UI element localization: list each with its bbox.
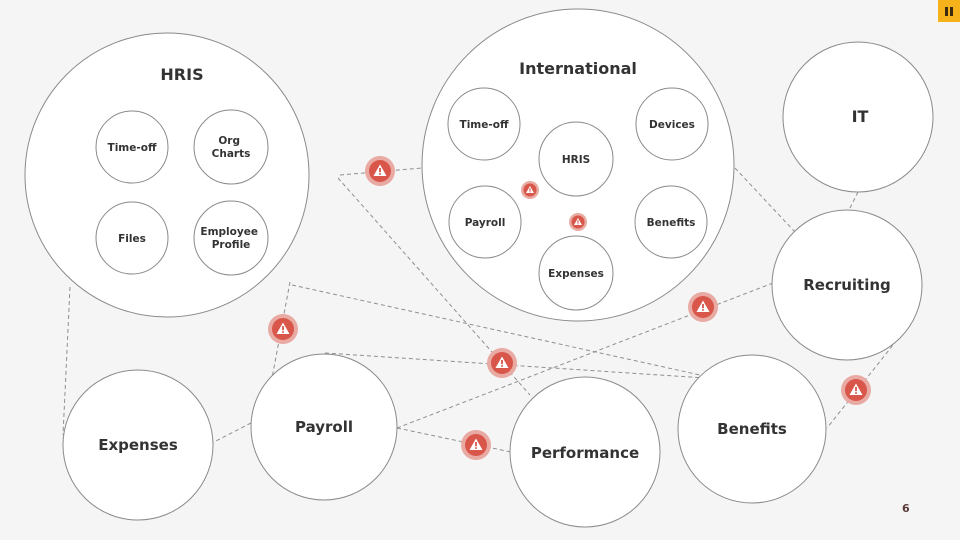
hris-employee-profile-label-line2: Profile xyxy=(212,239,251,251)
payroll-node[interactable] xyxy=(250,353,398,501)
edge-payroll-expenses xyxy=(211,422,252,444)
recruiting-label: Recruiting xyxy=(803,276,891,294)
hris-orgcharts-label-line2: Charts xyxy=(212,148,251,160)
performance-label: Performance xyxy=(531,444,639,462)
intl-hris-label: HRIS xyxy=(562,154,590,166)
edge-hris-payroll xyxy=(271,281,291,379)
intl-payroll-label: Payroll xyxy=(465,217,506,229)
hris-timeoff-node[interactable] xyxy=(95,110,169,184)
recruiting-node[interactable] xyxy=(771,209,923,361)
payroll-label: Payroll xyxy=(295,418,353,436)
edge-payroll-performance xyxy=(396,427,512,453)
hris-orgcharts-label: Org Charts xyxy=(212,135,251,160)
brand-logo-icon xyxy=(938,0,960,22)
intl-hris-node[interactable] xyxy=(538,121,614,197)
intl-benefits-label: Benefits xyxy=(647,217,696,229)
intl-payroll-node[interactable] xyxy=(448,185,522,259)
hris-files-label: Files xyxy=(118,233,146,245)
intl-timeoff-label: Time-off xyxy=(460,119,509,131)
intl-devices-node[interactable] xyxy=(635,87,709,161)
intl-devices-label: Devices xyxy=(649,119,695,131)
hris-employee-profile-node[interactable] xyxy=(193,200,269,276)
expenses-node[interactable] xyxy=(62,369,214,521)
warning-triangle-icon[interactable] xyxy=(487,348,517,378)
intl-expenses-node[interactable] xyxy=(538,235,614,311)
edge-hris-expenses xyxy=(62,286,71,436)
benefits-label: Benefits xyxy=(717,420,787,438)
warning-triangle-icon[interactable] xyxy=(688,292,718,322)
hris-employee-profile-label-line1: Employee xyxy=(200,226,258,238)
edge-international-recruiting xyxy=(734,167,796,233)
hris-timeoff-label: Time-off xyxy=(108,142,157,154)
it-node[interactable] xyxy=(782,41,934,193)
page-number: 6 xyxy=(902,502,910,515)
performance-node[interactable] xyxy=(509,376,661,528)
warning-triangle-icon[interactable] xyxy=(521,181,539,199)
edge-it-recruiting xyxy=(847,191,859,213)
warning-triangle-icon[interactable] xyxy=(841,375,871,405)
warning-triangle-icon[interactable] xyxy=(365,156,395,186)
it-label: IT xyxy=(852,107,869,126)
hris-orgcharts-label-line1: Org xyxy=(218,135,240,147)
intl-benefits-node[interactable] xyxy=(634,185,708,259)
intl-timeoff-node[interactable] xyxy=(447,87,521,161)
hris-files-node[interactable] xyxy=(95,201,169,275)
hris-orgcharts-node[interactable] xyxy=(193,109,269,185)
warning-triangle-icon[interactable] xyxy=(569,213,587,231)
benefits-node[interactable] xyxy=(677,354,827,504)
hris-employee-profile-label: Employee Profile xyxy=(200,226,261,251)
expenses-label: Expenses xyxy=(98,436,178,454)
hris-group-title: HRIS xyxy=(160,65,203,84)
international-group-title: International xyxy=(519,59,637,78)
warning-triangle-icon[interactable] xyxy=(461,430,491,460)
warning-triangle-icon[interactable] xyxy=(268,314,298,344)
intl-expenses-label: Expenses xyxy=(548,268,604,280)
